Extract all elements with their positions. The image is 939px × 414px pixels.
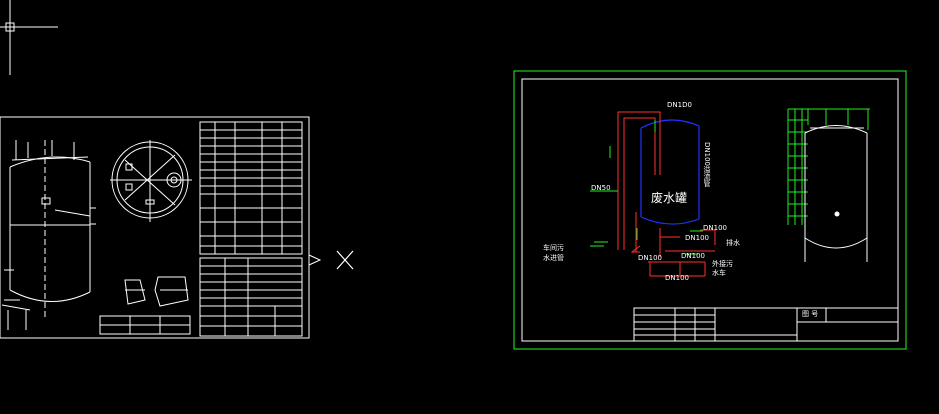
waste-water-tank bbox=[640, 119, 700, 225]
label-inlet-2: 水进管 bbox=[543, 254, 564, 262]
x-marker-icon bbox=[336, 250, 354, 270]
tank-label: 废水罐 bbox=[651, 191, 688, 205]
label-dn1d0: DN1D0 bbox=[667, 101, 692, 109]
tank-side-view bbox=[787, 108, 870, 262]
detail-views bbox=[124, 276, 189, 307]
title-block bbox=[633, 307, 899, 342]
label-dn100-a: DN100 bbox=[703, 224, 727, 232]
label-dn100-overflow: DN100溢流管 bbox=[703, 142, 711, 187]
label-inlet-1: 车间污 bbox=[543, 244, 564, 252]
label-dn100-e: DN100 bbox=[665, 274, 689, 282]
label-outlet-2: 水车 bbox=[712, 269, 726, 277]
label-dn100-d: DN100 bbox=[681, 252, 705, 260]
piping bbox=[617, 111, 716, 277]
title-block-drawing-no: 图 号 bbox=[802, 310, 819, 318]
crosshair-cursor-icon bbox=[0, 0, 58, 75]
label-dn100-b: DN100 bbox=[685, 234, 709, 242]
parts-table bbox=[199, 121, 303, 337]
label-outlet-1: 外接污 bbox=[712, 260, 733, 268]
label-dn100-c: DN100 bbox=[638, 254, 662, 262]
vessel-plan-view bbox=[110, 140, 192, 222]
vessel-elevation bbox=[1, 140, 96, 330]
label-drain: 排水 bbox=[726, 239, 740, 247]
label-dn50: DN50 bbox=[591, 184, 611, 192]
right-drawing-sheet bbox=[513, 70, 907, 350]
flow-arrows bbox=[590, 120, 703, 255]
left-drawing-sheet bbox=[0, 116, 322, 339]
